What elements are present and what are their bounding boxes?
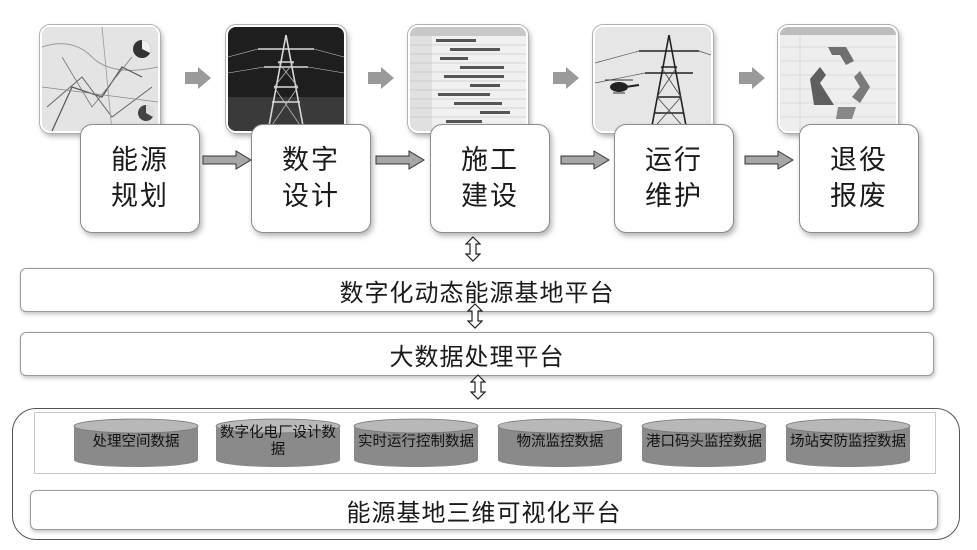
stage-box-maintenance: 运行维护 (614, 124, 734, 233)
small-arrow-icon (553, 67, 579, 89)
database-cylinder-icon (215, 418, 341, 467)
tower-3d-thumbnail (226, 25, 346, 133)
stage-box-retirement: 退役报废 (799, 124, 919, 233)
stage-label: 能源规划 (111, 144, 169, 212)
bigdata-platform-bar: 大数据处理平台 (20, 332, 934, 376)
stage-box-construction: 施工建设 (430, 124, 550, 233)
gantt-image (410, 27, 526, 131)
visual-platform-label: 能源基地三维可视化平台 (346, 498, 622, 527)
stage-box-planning: 能源规划 (80, 124, 200, 233)
database-label: 物流监控数据 (516, 433, 604, 450)
stage-label: 退役报废 (830, 144, 888, 212)
stage-label: 数字设计 (282, 144, 340, 212)
recycle-thumbnail (778, 25, 898, 133)
database-cylinder-icon (641, 418, 767, 467)
flow-arrow-icon (202, 150, 252, 170)
database-port: 港口码头监控数据 (640, 418, 768, 468)
stage-label: 运行维护 (645, 144, 703, 212)
small-arrow-icon (739, 67, 765, 89)
database-label: 处理空间数据 (92, 433, 180, 450)
database-spatial: 处理空间数据 (72, 418, 200, 468)
database-realtime-control: 实时运行控制数据 (352, 418, 480, 468)
database-cylinder-icon (497, 418, 623, 467)
visual-platform-bar: 能源基地三维可视化平台 (30, 490, 938, 530)
double-arrow-icon (465, 236, 481, 262)
stage-label: 施工建设 (461, 144, 519, 212)
recycle-image (780, 27, 896, 131)
map-thumbnail (40, 25, 160, 133)
flow-arrow-icon (560, 150, 610, 170)
small-arrow-icon (185, 67, 211, 89)
database-logistics: 物流监控数据 (496, 418, 624, 468)
database-cylinder-icon (785, 418, 911, 467)
helicopter-image (595, 27, 711, 131)
small-arrow-icon (368, 67, 394, 89)
double-arrow-icon (470, 374, 486, 400)
map-image (42, 27, 158, 131)
gantt-thumbnail (408, 25, 528, 133)
helicopter-tower-thumbnail (593, 25, 713, 133)
database-label: 港口码头监控数据 (646, 433, 762, 450)
database-plant-design: 数字化电厂设计数据 (214, 418, 342, 468)
dynamic-platform-label: 数字化动态能源基地平台 (339, 278, 615, 307)
database-label: 场站安防监控数据 (790, 433, 906, 450)
double-arrow-icon (467, 303, 483, 329)
database-cylinder-icon (73, 418, 199, 467)
flow-arrow-icon (744, 150, 794, 170)
database-label: 数字化电厂设计数据 (220, 425, 336, 458)
database-station-security: 场站安防监控数据 (784, 418, 912, 468)
flow-arrow-icon (375, 150, 425, 170)
stage-box-design: 数字设计 (251, 124, 371, 233)
tower-image (228, 27, 344, 131)
database-label: 实时运行控制数据 (358, 433, 474, 450)
bigdata-platform-label: 大数据处理平台 (389, 342, 565, 371)
dynamic-platform-bar: 数字化动态能源基地平台 (20, 268, 934, 312)
database-cylinder-icon (353, 418, 479, 467)
